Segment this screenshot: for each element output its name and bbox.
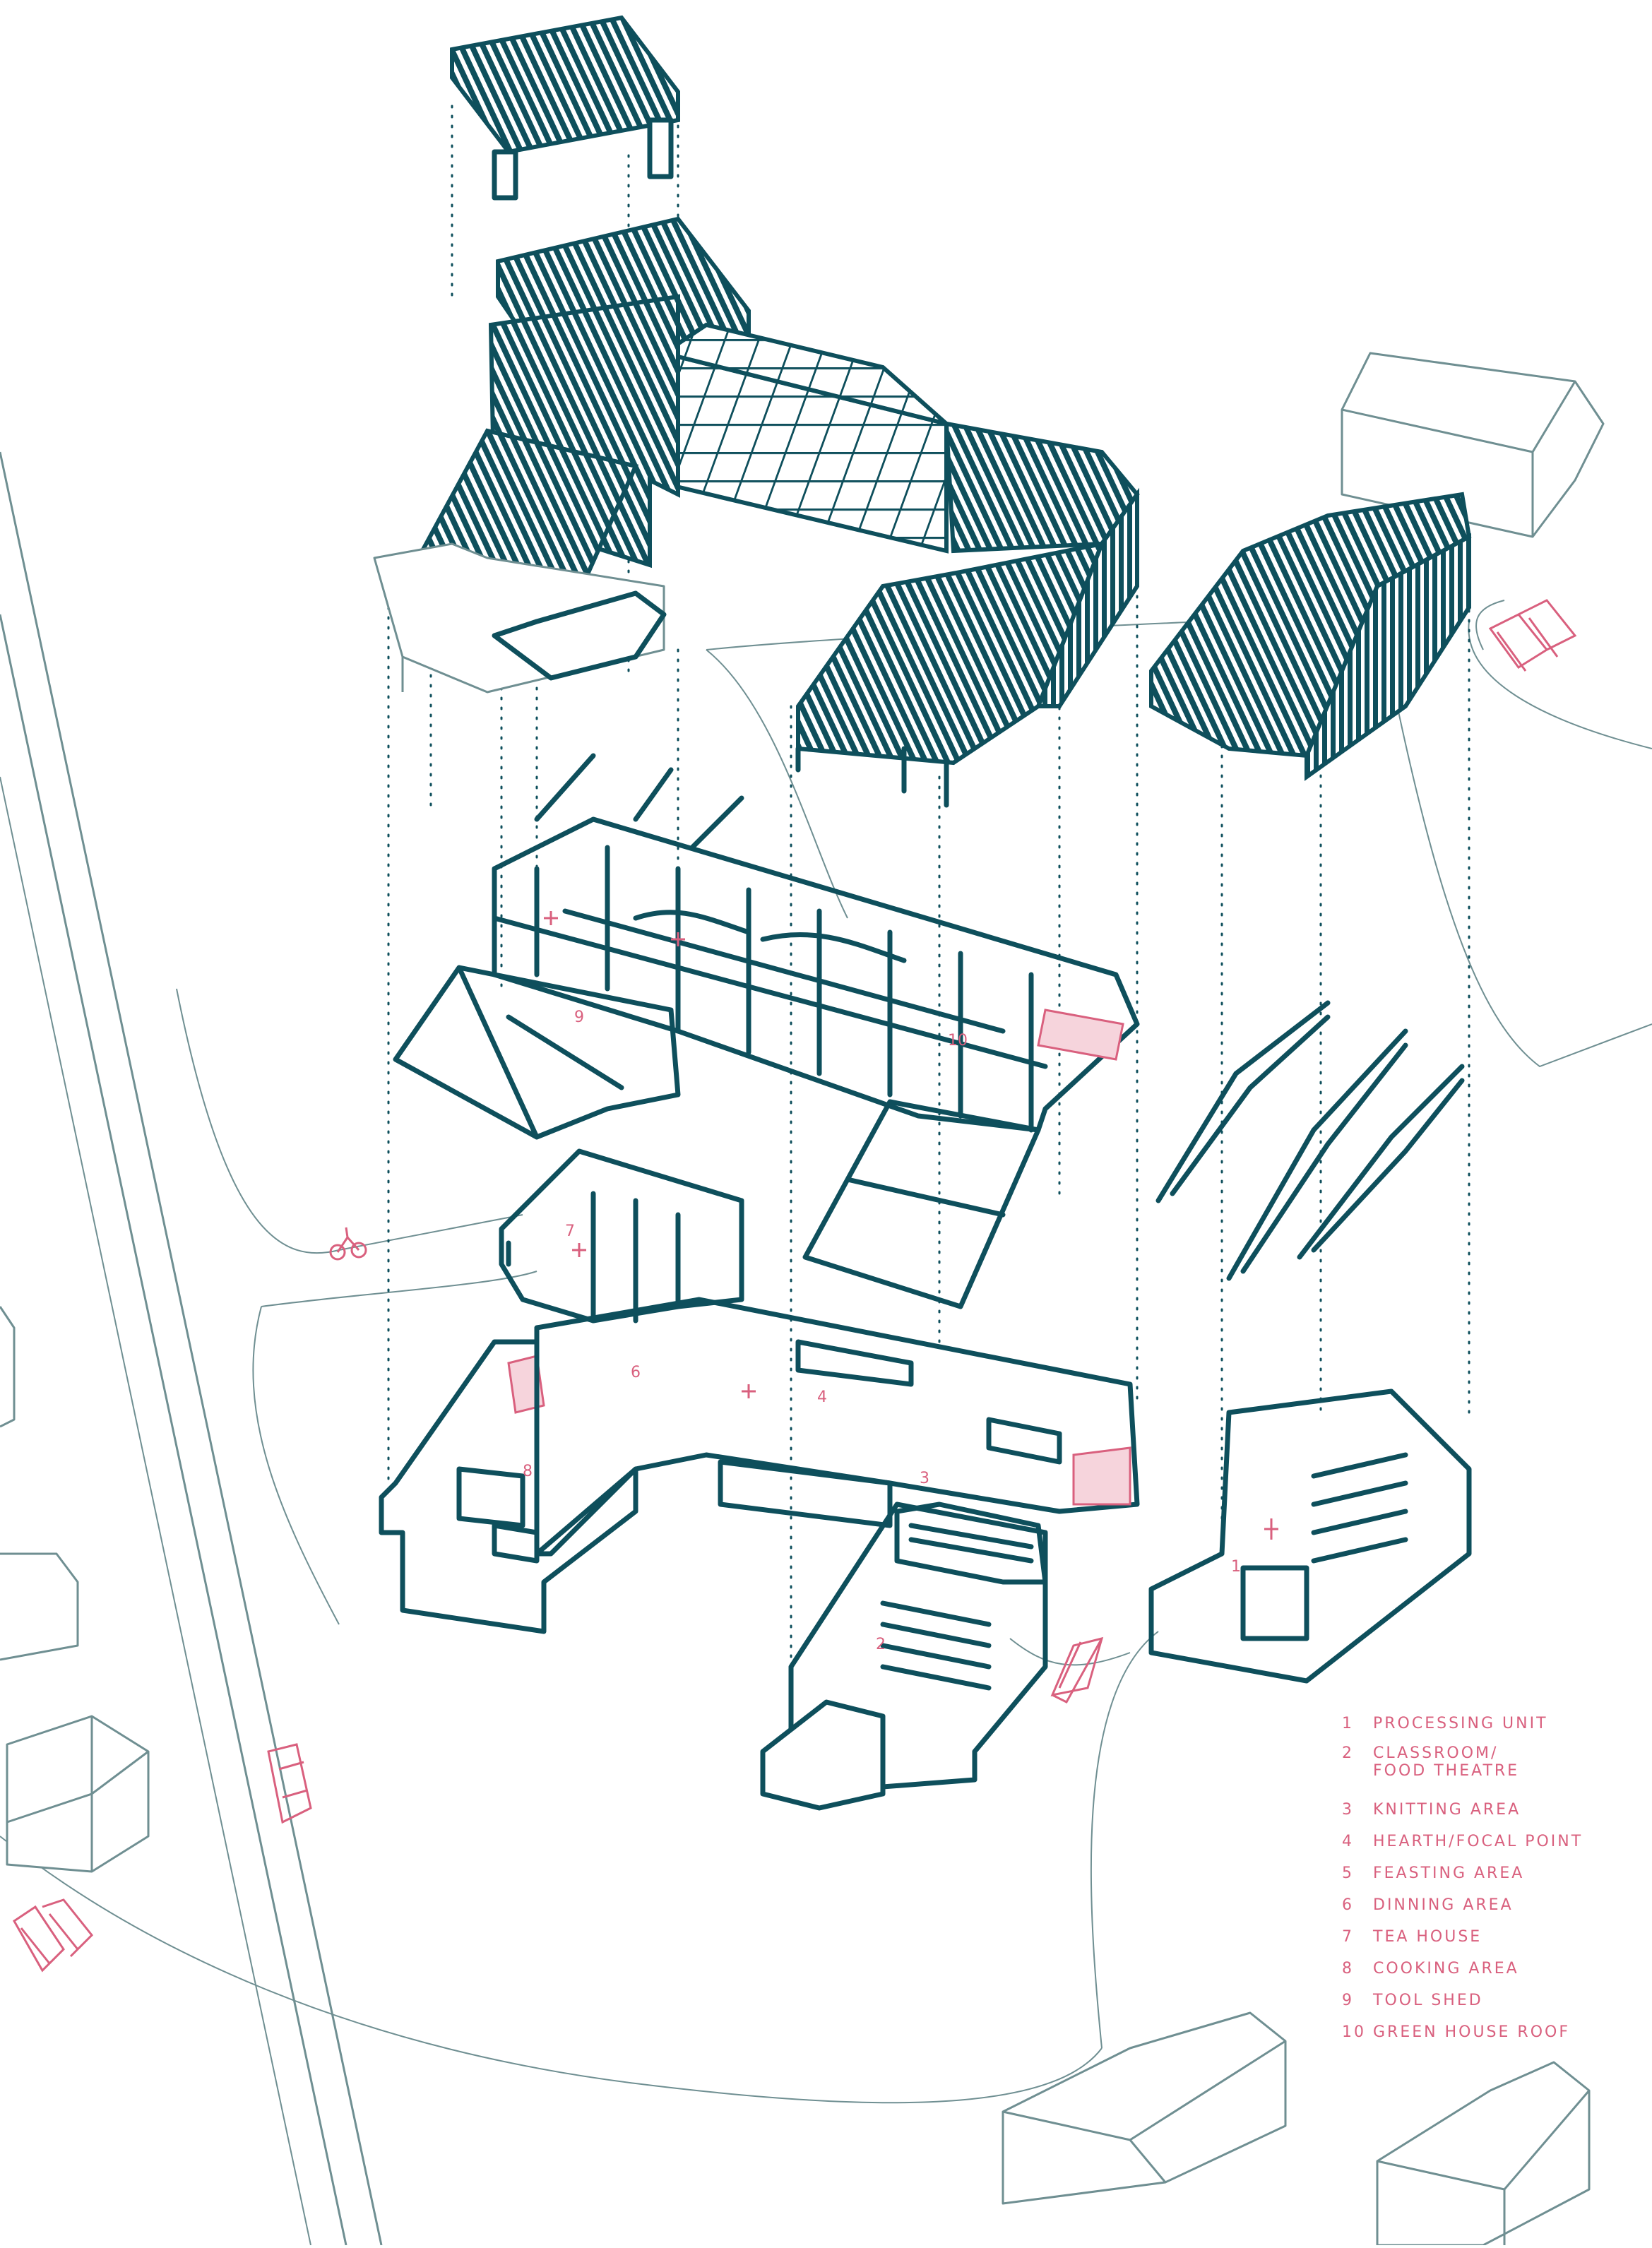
label-6: 6 (631, 1364, 641, 1381)
house-bottom-right (1376, 2061, 1591, 2247)
ground-floor: 1 2 3 4 6 7 8 9 10 (379, 911, 1472, 1811)
house-left-low (6, 1715, 150, 1873)
house-left-upper (0, 1306, 16, 1428)
car-bottom-left (13, 1898, 94, 1973)
people-figures (544, 911, 1278, 1540)
house-left-mid (0, 1552, 79, 1661)
label-2: 2 (876, 1636, 886, 1653)
label-7: 7 (565, 1223, 575, 1240)
label-3: 3 (920, 1470, 929, 1487)
cars (13, 599, 1577, 1973)
roof-level (373, 15, 1472, 808)
context-houses (0, 352, 1605, 2247)
label-9: 9 (574, 1009, 584, 1026)
frame-level (393, 753, 1465, 1309)
roof-right-arm (796, 540, 1105, 766)
main-road (0, 451, 383, 2246)
car-road-center (1050, 1636, 1104, 1703)
label-8: 8 (523, 1463, 533, 1480)
label-4: 4 (817, 1388, 827, 1406)
house-bottom-center (1002, 2011, 1287, 2205)
roof-processing-side (1305, 533, 1471, 781)
site-paths (0, 600, 1652, 2104)
label-1: 1 (1231, 1558, 1241, 1576)
car-road-left (267, 1743, 312, 1824)
roof-module-top (450, 15, 680, 155)
house-top-right (1341, 352, 1605, 538)
car-top-right (1488, 599, 1577, 672)
label-10: 10 (948, 1032, 968, 1049)
cyclist (329, 1227, 367, 1261)
